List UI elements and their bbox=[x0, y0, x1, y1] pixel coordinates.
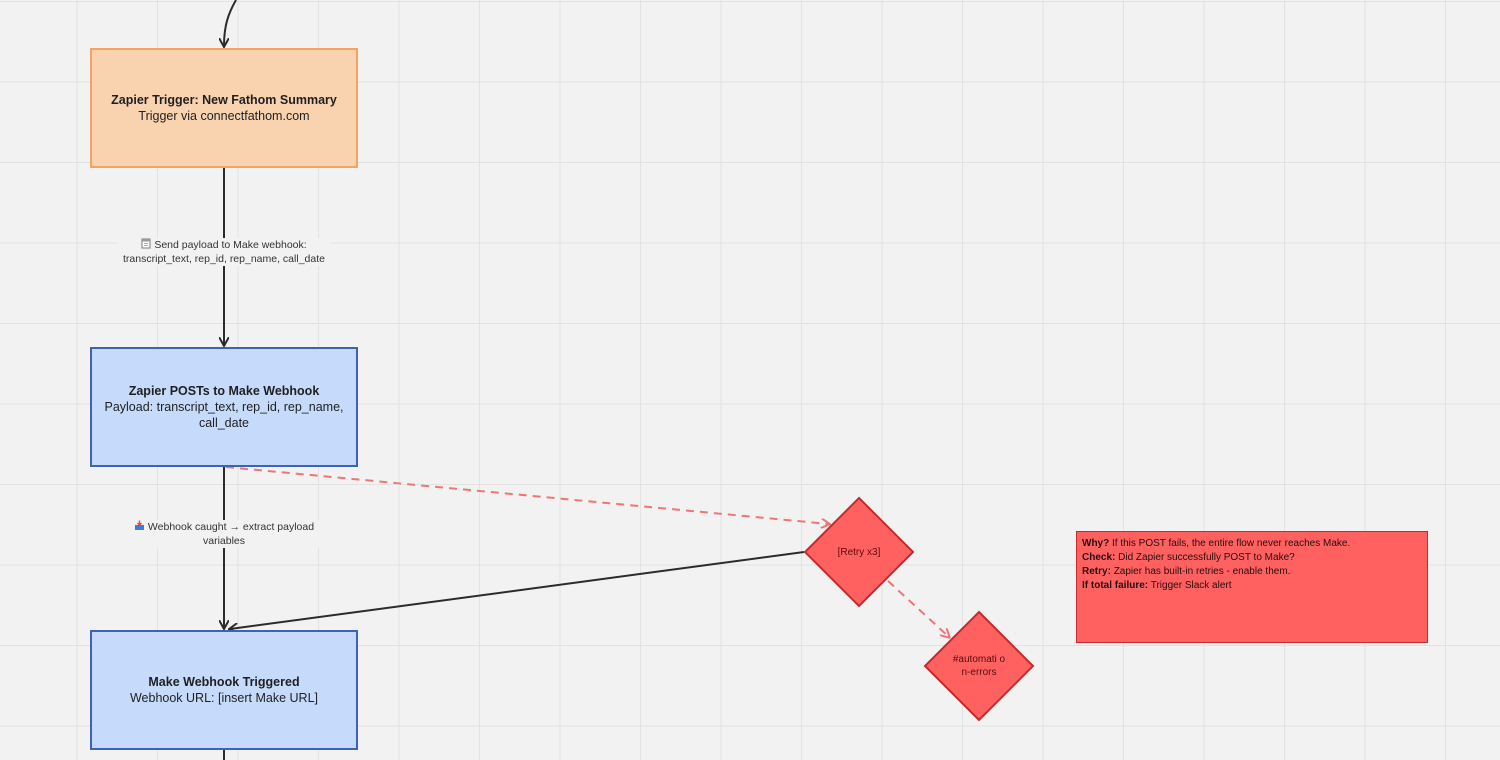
note-row: Retry: Zapier has built-in retries - ena… bbox=[1082, 566, 1291, 577]
node-subtitle: Webhook URL: [insert Make URL] bbox=[129, 691, 319, 705]
inbox-icon bbox=[134, 520, 144, 530]
connector-into-trigger bbox=[224, 0, 237, 46]
note-row: Check: Did Zapier successfully POST to M… bbox=[1082, 552, 1295, 563]
node-subtitle: Payload: transcript_text, rep_id, rep_na… bbox=[104, 400, 344, 430]
make-webhook-node[interactable]: Make Webhook Triggered Webhook URL: [ins… bbox=[90, 630, 358, 750]
node-title: Zapier POSTs to Make Webhook bbox=[128, 384, 320, 398]
slack-channel-decision[interactable] bbox=[923, 610, 1035, 722]
document-icon bbox=[141, 238, 151, 249]
node-subtitle: Trigger via connectfathom.com bbox=[138, 109, 310, 123]
error-note[interactable]: Why? If this POST fails, the entire flow… bbox=[1076, 531, 1428, 643]
retry-decision-label: [Retry x3] bbox=[837, 547, 881, 558]
connector-retry-to-webhook bbox=[230, 551, 805, 629]
slack-channel-decision-label: #automati on-errors bbox=[952, 654, 1006, 678]
edge-label-line: Webhook caught → extract payload bbox=[147, 521, 315, 533]
note-row: Why? If this POST fails, the entire flow… bbox=[1082, 538, 1351, 549]
connector-post-to-retry-dashed bbox=[225, 466, 829, 524]
node-title: Zapier Trigger: New Fathom Summary bbox=[111, 93, 337, 107]
zapier-post-node[interactable]: Zapier POSTs to Make Webhook Payload: tr… bbox=[90, 347, 358, 467]
zapier-trigger-node[interactable]: Zapier Trigger: New Fathom Summary Trigg… bbox=[90, 48, 358, 168]
edge-label-webhook-caught[interactable]: Webhook caught → extract payload variabl… bbox=[124, 520, 324, 548]
retry-decision[interactable] bbox=[803, 496, 915, 608]
connector-retry-to-slack-dashed bbox=[887, 580, 949, 637]
edge-label-line: variables bbox=[202, 535, 246, 547]
note-row: If total failure: Trigger Slack alert bbox=[1082, 580, 1232, 591]
edge-label-send-payload[interactable]: Send payload to Make webhook: transcript… bbox=[118, 238, 330, 266]
edge-label-line: Send payload to Make webhook: bbox=[154, 239, 307, 251]
edge-label-line: transcript_text, rep_id, rep_name, call_… bbox=[123, 253, 325, 265]
node-title: Make Webhook Triggered bbox=[148, 675, 300, 689]
